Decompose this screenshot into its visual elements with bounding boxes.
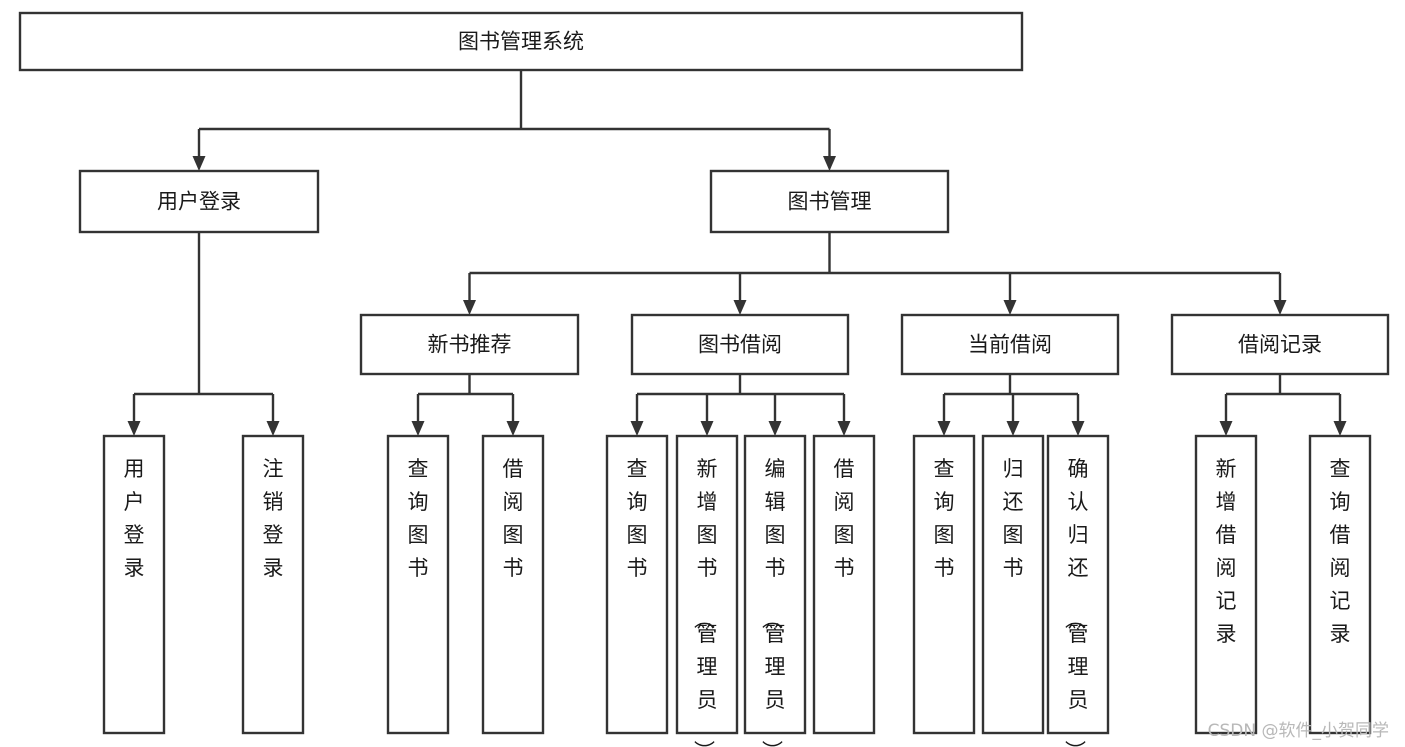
node-box[interactable] — [1046, 434, 1110, 735]
node-label: 借阅图书 — [834, 457, 855, 580]
node-label: 查询图书 — [934, 457, 955, 580]
arrow-head-icon — [192, 156, 206, 171]
node-layer: 图书管理系统用户登录图书管理新书推荐图书借阅当前借阅借阅记录用户登录注销登录查询… — [18, 11, 1390, 747]
arrow-head-icon — [411, 421, 425, 436]
node-label: 查询借阅记录 — [1330, 457, 1351, 646]
arrow-head-icon — [1219, 421, 1233, 436]
arrow-head-icon — [1006, 421, 1020, 436]
node-borrow-record[interactable]: 借阅记录 — [1170, 313, 1390, 376]
node-label: 查询图书 — [627, 457, 648, 580]
connector-layer — [127, 70, 1347, 436]
node-box[interactable] — [605, 434, 669, 735]
node-box[interactable] — [1194, 434, 1258, 735]
node-label: 确认归还（管理员） — [1063, 457, 1089, 747]
node-box[interactable] — [630, 313, 850, 376]
node-box[interactable] — [812, 434, 876, 735]
arrow-head-icon — [1333, 421, 1347, 436]
node-label: 归还图书 — [1003, 457, 1024, 580]
arrow-head-icon — [768, 421, 782, 436]
node-root[interactable]: 图书管理系统 — [18, 11, 1024, 72]
node-leaf-add-book[interactable]: 新增图书（管理员） — [675, 434, 739, 747]
node-label: 图书管理系统 — [458, 30, 584, 54]
node-leaf-query-book-2[interactable]: 查询图书 — [605, 434, 669, 735]
node-leaf-query-book-1[interactable]: 查询图书 — [386, 434, 450, 735]
node-label: 图书管理 — [788, 190, 872, 214]
node-label: 注销登录 — [263, 457, 284, 580]
arrow-head-icon — [463, 300, 476, 315]
node-label: 借阅记录 — [1238, 333, 1322, 357]
node-box[interactable] — [675, 434, 739, 735]
node-box[interactable] — [1170, 313, 1390, 376]
node-label: 当前借阅 — [968, 333, 1052, 357]
node-box[interactable] — [18, 11, 1024, 72]
arrow-head-icon — [266, 421, 280, 436]
node-box[interactable] — [900, 313, 1120, 376]
node-box[interactable] — [359, 313, 580, 376]
arrow-head-icon — [506, 421, 520, 436]
arrow-head-icon — [700, 421, 714, 436]
watermark-text: CSDN @软件_小贺同学 — [1207, 721, 1389, 741]
node-label: 用户登录 — [157, 190, 241, 214]
node-box[interactable] — [981, 434, 1045, 735]
node-label: 用户登录 — [124, 457, 145, 580]
node-leaf-edit-book[interactable]: 编辑图书（管理员） — [743, 434, 807, 747]
node-label: 图书借阅 — [698, 333, 782, 357]
node-box[interactable] — [743, 434, 807, 735]
node-leaf-user-login[interactable]: 用户登录 — [102, 434, 166, 735]
arrow-head-icon — [823, 156, 836, 171]
arrow-head-icon — [837, 421, 851, 436]
node-leaf-return-book[interactable]: 归还图书 — [981, 434, 1045, 735]
node-box[interactable] — [241, 434, 305, 735]
node-box[interactable] — [481, 434, 545, 735]
node-leaf-borrow-book-1[interactable]: 借阅图书 — [481, 434, 545, 735]
node-box[interactable] — [912, 434, 976, 735]
node-leaf-query-record[interactable]: 查询借阅记录 — [1308, 434, 1372, 735]
node-box[interactable] — [386, 434, 450, 735]
node-label: 新增借阅记录 — [1216, 457, 1237, 646]
node-leaf-borrow-book-2[interactable]: 借阅图书 — [812, 434, 876, 735]
node-new-book-rec[interactable]: 新书推荐 — [359, 313, 580, 376]
node-current-borrow[interactable]: 当前借阅 — [900, 313, 1120, 376]
node-box[interactable] — [78, 169, 320, 234]
node-label: 新增图书（管理员） — [692, 457, 718, 747]
arrow-head-icon — [1003, 300, 1017, 315]
node-label: 借阅图书 — [503, 457, 524, 580]
arrow-head-icon — [1071, 421, 1085, 436]
node-leaf-query-book-3[interactable]: 查询图书 — [912, 434, 976, 735]
node-label: 查询图书 — [408, 457, 429, 580]
arrow-head-icon — [127, 421, 141, 436]
node-leaf-confirm-return[interactable]: 确认归还（管理员） — [1046, 434, 1110, 747]
node-label: 编辑图书（管理员） — [760, 457, 786, 747]
node-user-login[interactable]: 用户登录 — [78, 169, 320, 234]
node-book-borrow[interactable]: 图书借阅 — [630, 313, 850, 376]
node-box[interactable] — [709, 169, 950, 234]
node-box[interactable] — [1308, 434, 1372, 735]
arrow-head-icon — [733, 300, 747, 315]
arrow-head-icon — [937, 421, 951, 436]
node-book-manage[interactable]: 图书管理 — [709, 169, 950, 234]
arrow-head-icon — [630, 421, 644, 436]
node-leaf-logout[interactable]: 注销登录 — [241, 434, 305, 735]
node-box[interactable] — [102, 434, 166, 735]
arrow-head-icon — [1273, 300, 1287, 315]
node-leaf-add-record[interactable]: 新增借阅记录 — [1194, 434, 1258, 735]
node-label: 新书推荐 — [428, 333, 512, 357]
